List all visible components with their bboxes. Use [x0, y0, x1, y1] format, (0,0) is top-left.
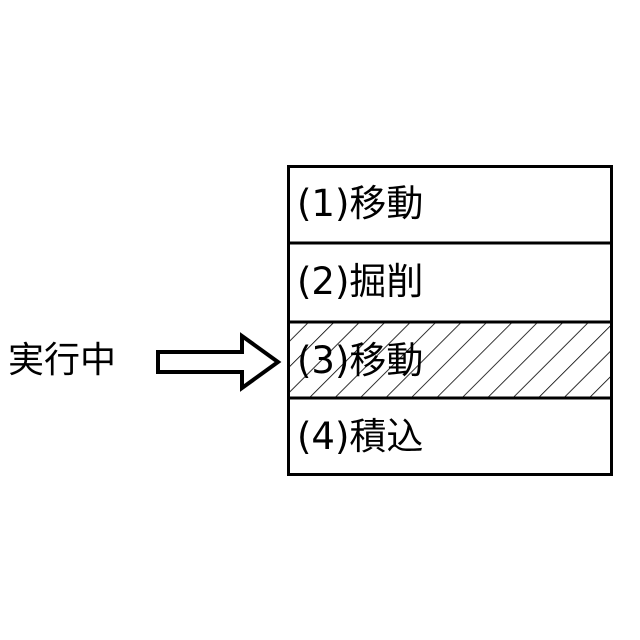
step-stack: (1)移動 (2)掘削 (3)移動 (4)積込 [287, 165, 613, 476]
current-step-arrow-icon [156, 332, 282, 392]
step-label: (2)掘削 [297, 259, 423, 305]
step-4: (4)積込 [287, 398, 613, 476]
step-label: (4)積込 [297, 414, 423, 460]
running-label: 実行中 [8, 337, 116, 385]
step-3-active: (3)移動 [287, 322, 613, 400]
step-label: (3)移動 [297, 338, 423, 384]
step-2: (2)掘削 [287, 243, 613, 321]
step-1: (1)移動 [287, 165, 613, 243]
step-label: (1)移動 [297, 181, 423, 227]
